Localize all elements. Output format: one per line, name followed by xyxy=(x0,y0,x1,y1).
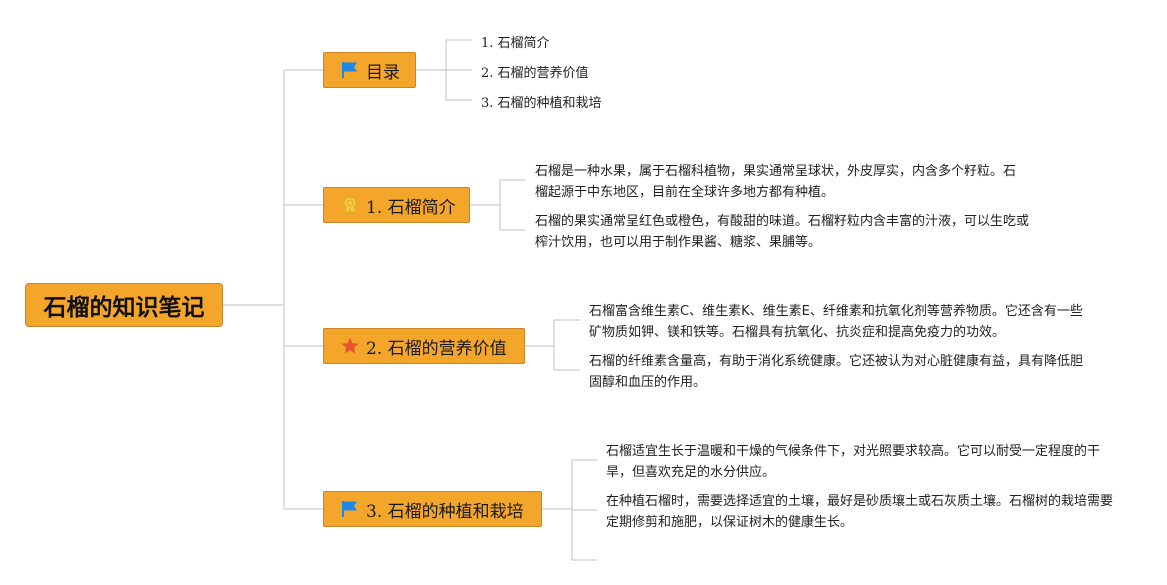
ribbon-icon xyxy=(340,195,360,215)
connector-intro-bracket xyxy=(470,179,525,231)
flag-icon xyxy=(340,499,360,519)
planting-paragraph-2: 在种植石榴时，需要选择适宜的土壤，最好是砂质壤土或石灰质土壤。石榴树的栽培需要定… xyxy=(606,494,1114,530)
topic-nutrition-label: 2. 石榴的营养价值 xyxy=(366,338,507,359)
connector-planting-bracket xyxy=(542,459,597,561)
topic-intro-label: 1. 石榴简介 xyxy=(366,197,456,218)
connector-nutrition-bracket xyxy=(525,319,580,371)
topic-toc[interactable]: 目录 xyxy=(323,52,416,88)
planting-paragraph-1: 石榴适宜生长于温暖和干燥的气候条件下，对光照要求较高。它可以耐受一定程度的干旱，… xyxy=(606,444,1101,480)
root-node[interactable]: 石榴的知识笔记 xyxy=(25,283,223,327)
toc-item-nutrition[interactable]: 2. 石榴的营养价值 xyxy=(481,66,589,81)
connector-toc-bracket xyxy=(416,39,472,101)
star-icon xyxy=(340,336,360,356)
topic-planting-label: 3. 石榴的种植和栽培 xyxy=(366,501,524,522)
intro-paragraph-1: 石榴是一种水果，属于石榴科植物，果实通常呈球状，外皮厚实，内含多个籽粒。石榴起源… xyxy=(535,164,1017,200)
intro-paragraph-2: 石榴的果实通常呈红色或橙色，有酸甜的味道。石榴籽粒内含丰富的汁液，可以生吃或榨汁… xyxy=(535,214,1030,250)
topic-planting[interactable]: 3. 石榴的种植和栽培 xyxy=(323,491,542,527)
root-title: 石榴的知识笔记 xyxy=(43,295,205,321)
nutrition-paragraph-2: 石榴的纤维素含量高，有助于消化系统健康。它还被认为对心脏健康有益，具有降低胆固醇… xyxy=(589,354,1084,390)
nutrition-paragraph-1: 石榴富含维生素C、维生素K、维生素E、纤维素和抗氧化剂等营养物质。它还含有一些矿… xyxy=(589,304,1083,340)
toc-item-intro[interactable]: 1. 石榴简介 xyxy=(481,36,550,51)
topic-toc-label: 目录 xyxy=(366,62,400,83)
toc-item-planting[interactable]: 3. 石榴的种植和栽培 xyxy=(481,96,602,111)
topic-nutrition[interactable]: 2. 石榴的营养价值 xyxy=(323,328,525,364)
flag-icon xyxy=(340,60,360,80)
topic-intro[interactable]: 1. 石榴简介 xyxy=(323,187,470,223)
